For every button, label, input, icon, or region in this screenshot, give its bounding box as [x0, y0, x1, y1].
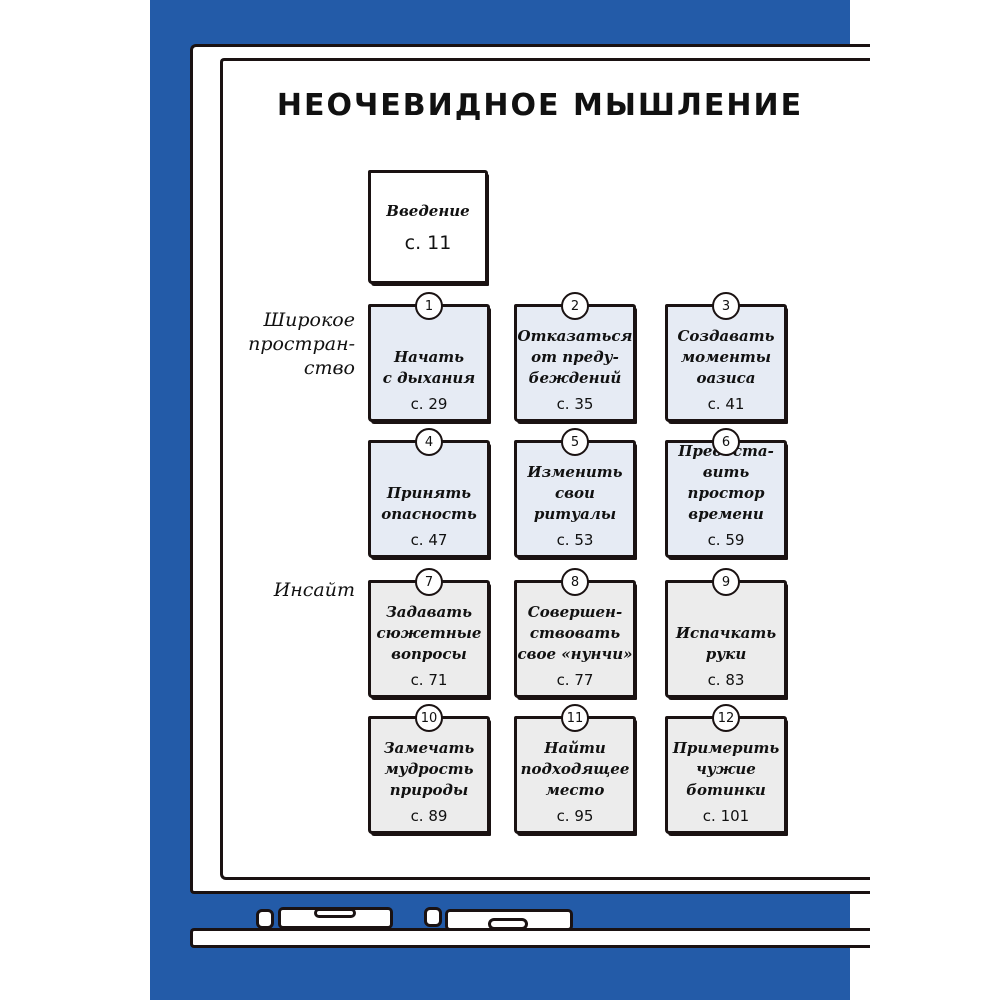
- card-title: Изменить свои ритуалы: [527, 463, 623, 523]
- page-title: НЕОЧЕВИДНОЕ МЫШЛЕНИЕ: [276, 88, 804, 123]
- intro-card[interactable]: Введение с. 11: [368, 170, 488, 284]
- card-title: Найти подходящее место: [520, 739, 630, 799]
- chapter-number-badge: 2: [561, 292, 589, 320]
- section-label-insight: Инсайт: [230, 578, 355, 602]
- marker-cap-icon: [256, 909, 274, 929]
- card-page: с. 53: [556, 531, 594, 549]
- card-page: с. 95: [556, 807, 594, 825]
- card-page: с. 89: [410, 807, 448, 825]
- card-page: с. 29: [410, 395, 448, 413]
- chapter-number-badge: 6: [712, 428, 740, 456]
- chapter-number-badge: 7: [415, 568, 443, 596]
- chapter-card[interactable]: 2 Отказаться от преду- беждений с. 35: [514, 292, 636, 422]
- chapter-card[interactable]: 7 Задавать сюжетные вопросы с. 71: [368, 568, 490, 698]
- card-title: Создавать моменты оазиса: [677, 327, 775, 387]
- chapter-number-badge: 1: [415, 292, 443, 320]
- chapter-card[interactable]: 3 Создавать моменты оазиса с. 41: [665, 292, 787, 422]
- card-page: с. 77: [556, 671, 594, 689]
- card-page: с. 71: [410, 671, 448, 689]
- section-label-line: Широкое: [263, 309, 355, 331]
- section-label-line: ство: [303, 357, 355, 379]
- marker-cap-icon: [424, 907, 442, 927]
- chapter-number-badge: 8: [561, 568, 589, 596]
- chapter-card[interactable]: 11 Найти подходящее место с. 95: [514, 704, 636, 834]
- chapter-card[interactable]: 1 Начать с дыхания с. 29: [368, 292, 490, 422]
- card-page: с. 101: [702, 807, 750, 825]
- section-label-line: простран-: [248, 333, 355, 355]
- card-title: Введение: [386, 201, 470, 220]
- chapter-number-badge: 3: [712, 292, 740, 320]
- chapter-card[interactable]: 9 Испачкать руки с. 83: [665, 568, 787, 698]
- card-title: Замечать мудрость природы: [383, 739, 475, 799]
- chapter-number-badge: 4: [415, 428, 443, 456]
- chapter-number-badge: 11: [561, 704, 589, 732]
- card-title: Начать с дыхания: [382, 348, 476, 387]
- chapter-number-badge: 10: [415, 704, 443, 732]
- card-page: с. 47: [410, 531, 448, 549]
- card-page: с. 83: [707, 671, 745, 689]
- chapter-number-badge: 5: [561, 428, 589, 456]
- section-label-line: Инсайт: [273, 579, 355, 601]
- chapter-number-badge: 9: [712, 568, 740, 596]
- marker-clip-icon: [314, 908, 356, 918]
- chapter-card[interactable]: 10 Замечать мудрость природы с. 89: [368, 704, 490, 834]
- section-label-wide-space: Широкое простран- ство: [230, 308, 355, 380]
- card-page: с. 35: [556, 395, 594, 413]
- card-title: Задавать сюжетные вопросы: [376, 603, 482, 663]
- card-title: Испачкать руки: [675, 624, 777, 663]
- chapter-card[interactable]: 12 Примерить чужие ботинки с. 101: [665, 704, 787, 834]
- chapter-card[interactable]: 8 Совершен- ствовать свое «нунчи» с. 77: [514, 568, 636, 698]
- card-page: с. 59: [707, 531, 745, 549]
- chapter-card[interactable]: 5 Изменить свои ритуалы с. 53: [514, 428, 636, 558]
- card-title: Отказаться от преду- беждений: [517, 327, 633, 387]
- chapter-card[interactable]: 4 Принять опасность с. 47: [368, 428, 490, 558]
- card-title: Совершен- ствовать свое «нунчи»: [517, 603, 633, 663]
- card-title: Принять опасность: [381, 484, 477, 523]
- chapter-number-badge: 12: [712, 704, 740, 732]
- chapter-card[interactable]: 6 Предоста- вить простор времени с. 59: [665, 428, 787, 558]
- marker-tray: [190, 928, 870, 948]
- card-page: с. 41: [707, 395, 745, 413]
- card-title: Примерить чужие ботинки: [672, 739, 780, 799]
- card-page: с. 11: [404, 231, 452, 254]
